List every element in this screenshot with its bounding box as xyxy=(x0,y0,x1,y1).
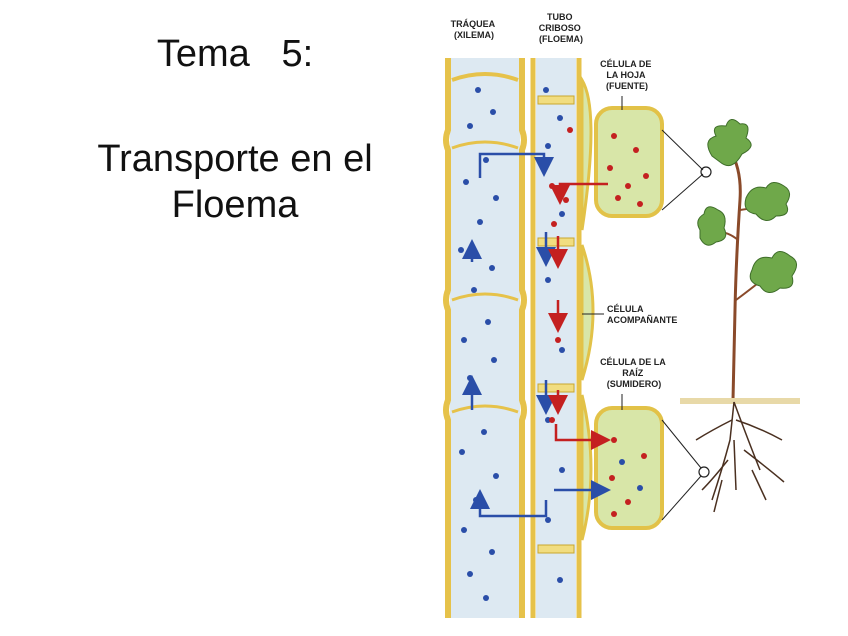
sugar-flow-arrows xyxy=(548,182,611,450)
root-sink-cell xyxy=(594,406,664,530)
companion-cells xyxy=(580,74,595,541)
leader-lines xyxy=(582,96,623,410)
topic-number: Tema 5: xyxy=(156,33,314,75)
water-flow-arrows xyxy=(462,152,611,518)
xylem-label: TRÁQUEA (XILEMA) xyxy=(451,19,498,40)
plant-illustration xyxy=(661,119,800,521)
sink-cell-label: CÉLULA DE LA RAÍZ (SUMIDERO) xyxy=(600,357,668,389)
source-cell-label: CÉLULA DE LA HOJA (FUENTE) xyxy=(600,59,654,91)
phloem-label: TUBO CRIBOSO (FLOEMA) xyxy=(539,12,584,44)
leaf-source-cell xyxy=(594,106,664,218)
topic-title-line1: Transporte en el xyxy=(97,138,373,180)
slide-title: Tema 5: Transporte en el Floema xyxy=(40,30,430,228)
xylem-vessel xyxy=(443,58,527,618)
companion-cell-label: CÉLULA ACOMPAÑANTE xyxy=(607,304,677,325)
topic-title-line2: Floema xyxy=(171,184,299,226)
water-molecules xyxy=(458,87,643,601)
